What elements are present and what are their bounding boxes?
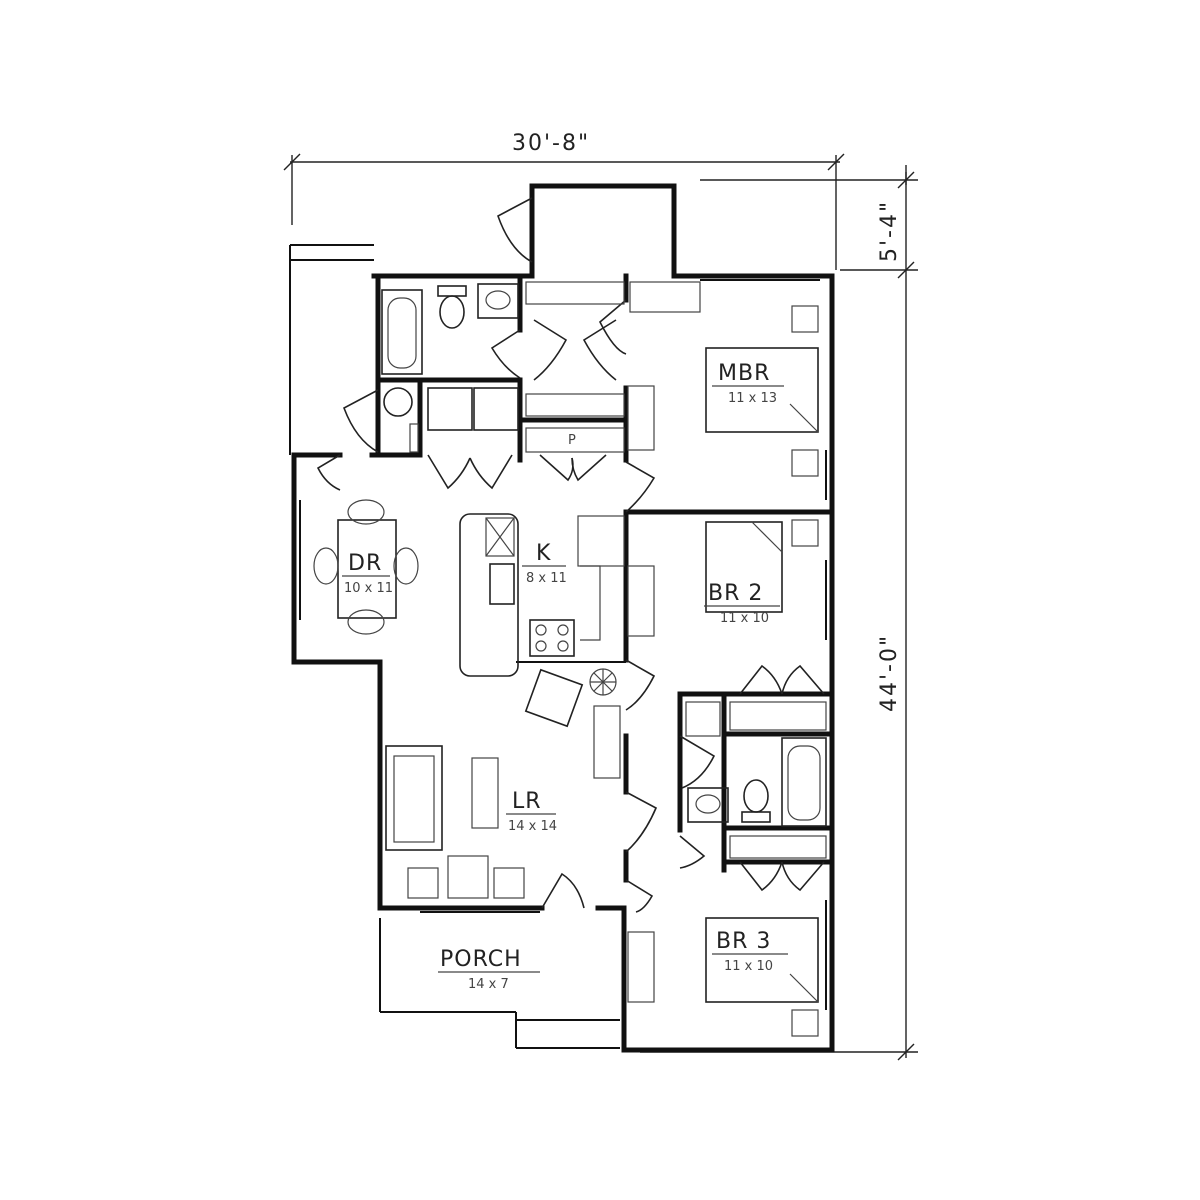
- pantry-label: P: [568, 433, 576, 448]
- porch-size: 14 x 7: [468, 977, 509, 992]
- kitchen-counter-icon: [459, 513, 519, 677]
- width-dimension: 30'-8": [512, 131, 590, 156]
- bathtub-icon: [381, 289, 423, 375]
- mbr-size: 11 x 13: [728, 391, 777, 406]
- br3-label: BR 3: [716, 929, 771, 954]
- plant-icon: [589, 668, 617, 696]
- mbr-label: MBR: [718, 361, 770, 386]
- armchair-icon: [524, 668, 584, 728]
- dining-size: 10 x 11: [344, 581, 393, 596]
- kitchen-size: 8 x 11: [526, 571, 567, 586]
- br3-size: 11 x 10: [724, 959, 773, 974]
- fixtures: [313, 281, 827, 1037]
- dining-label: DR: [348, 551, 382, 576]
- br2-label: BR 2: [708, 581, 763, 606]
- doors: [316, 197, 825, 913]
- br2-bed-icon: [705, 521, 783, 613]
- rear-bump-dimension: 5'-4": [877, 200, 902, 262]
- room-labels: MBR 11 x 13 BR 2 11 x 10 BR 3 11 x 10 K …: [342, 361, 788, 992]
- washer-icon: [427, 387, 473, 431]
- living-label: LR: [512, 789, 542, 814]
- toilet-icon: [439, 295, 465, 329]
- walls: [291, 183, 835, 1053]
- depth-dimension: 44'-0": [877, 634, 902, 712]
- sofa-icon: [385, 745, 443, 851]
- living-size: 14 x 14: [508, 819, 557, 834]
- br2-size: 11 x 10: [720, 611, 769, 626]
- kitchen-sink-icon: [489, 563, 515, 605]
- kitchen-label: K: [536, 541, 551, 566]
- water-heater-icon: [383, 387, 413, 417]
- mbr-bed-icon: [705, 347, 819, 433]
- hall-toilet-icon: [743, 779, 769, 813]
- toilet-tank-icon: [437, 285, 467, 297]
- hall-bathtub-icon: [781, 737, 827, 827]
- windows: [289, 244, 827, 1049]
- hall-sink-icon: [687, 787, 729, 823]
- dryer-icon: [473, 387, 519, 431]
- sink-icon: [477, 283, 519, 319]
- porch-label: PORCH: [440, 947, 522, 972]
- br3-bed-icon: [705, 917, 819, 1003]
- range-icon: [529, 619, 575, 657]
